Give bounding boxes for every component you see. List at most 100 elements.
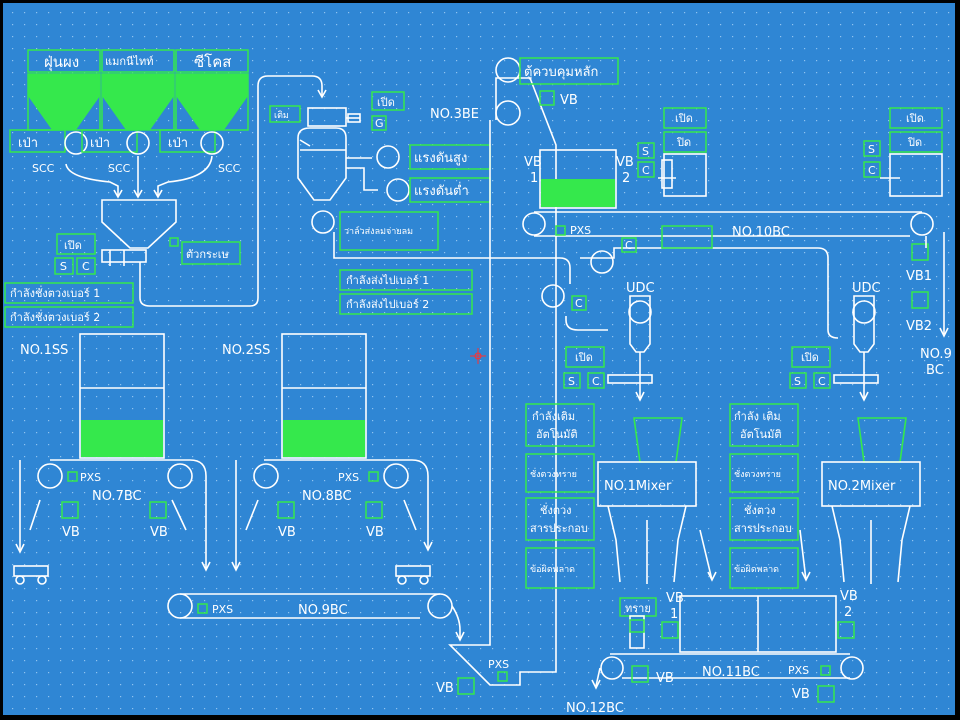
udc-2-c-label: C — [818, 375, 826, 388]
hopper-2-blow-box[interactable] — [81, 129, 138, 153]
udc-1-inlet-icon[interactable] — [541, 284, 565, 308]
bc8-head-pulley[interactable] — [253, 463, 279, 489]
udc-1-c-button[interactable] — [587, 372, 605, 389]
vb1-box[interactable] — [911, 243, 929, 261]
bc7-vb2-box[interactable] — [149, 501, 167, 519]
low-pressure-icon[interactable] — [386, 178, 410, 202]
vessel-outlet-icon[interactable] — [311, 210, 335, 234]
cursor-crosshair — [470, 348, 486, 364]
bc7-vb1-box[interactable] — [61, 501, 79, 519]
mixer-1-sand-label: ชั่งตวงทราย — [530, 467, 577, 480]
elevator-vb-box[interactable] — [539, 90, 555, 106]
vessel-fill-label: เติม — [274, 110, 289, 121]
right-drop-arrow — [939, 327, 949, 338]
hopper-2-title: แมกนีไทท์ — [105, 55, 154, 68]
hopper-3-material — [176, 74, 248, 130]
bc11-vb-right-box[interactable] — [817, 685, 835, 703]
scale-hopper-body — [101, 199, 177, 249]
bc11-label: NO.11BC — [702, 665, 760, 680]
bc8-tail-pulley[interactable] — [383, 463, 409, 489]
elevator-label: NO.3BE — [430, 107, 479, 122]
vessel-fill-button[interactable] — [269, 105, 301, 123]
tank-c-button[interactable] — [637, 161, 655, 178]
send-2-label: กำลังส่งไปเบอร์ 2 — [346, 298, 429, 311]
udc-2-c-button[interactable] — [813, 372, 831, 389]
scale-status-2-box — [4, 306, 134, 328]
mixer-1-compound-line2: สารประกอบ — [530, 522, 588, 535]
scale-s-button[interactable] — [54, 257, 74, 275]
elevator-pxs-label: PXS — [488, 658, 509, 671]
bc11-head-pulley[interactable] — [600, 656, 624, 680]
udc-1-open-button[interactable] — [565, 346, 605, 368]
c-marker-1-box[interactable] — [621, 237, 637, 253]
hopper-3-blow-label: เป่า — [168, 136, 188, 151]
bc11-vb-left-box[interactable] — [631, 665, 649, 683]
scale-open-button[interactable] — [56, 233, 96, 255]
gate-2-s-button[interactable] — [863, 140, 881, 157]
tank-s-button[interactable] — [637, 142, 655, 159]
hopper-1-title-box — [27, 49, 101, 73]
udc-1-drop-arrow — [635, 391, 645, 402]
bc7-tail-pulley[interactable] — [167, 463, 193, 489]
c-marker-2-box[interactable] — [571, 295, 587, 311]
gate-2-open-button[interactable] — [889, 107, 943, 129]
vessel-g-button[interactable] — [371, 115, 387, 131]
hopper-2-valve-icon[interactable] — [126, 131, 150, 155]
vb2-box[interactable] — [911, 291, 929, 309]
gate-2: เปิด ปิด S C — [863, 107, 943, 197]
gate-1-open-button[interactable] — [663, 107, 707, 129]
hopper-3-title-box — [175, 49, 249, 73]
main-control-box[interactable] — [519, 57, 619, 85]
silo-1-level — [81, 420, 163, 457]
mixer-1-error-box — [525, 547, 595, 589]
gate-2-close-label: ปิด — [907, 136, 922, 149]
c-marker-1: C — [625, 239, 633, 252]
bc10-head-pulley[interactable] — [522, 212, 546, 236]
bc7-chute-left — [29, 499, 41, 531]
bc11-vb1-box[interactable] — [661, 621, 679, 639]
scale-c-button[interactable] — [76, 257, 96, 275]
bc9-head-pulley[interactable] — [167, 593, 193, 619]
udc-2-s-button[interactable] — [789, 372, 807, 389]
vessel-open-button[interactable] — [371, 91, 405, 111]
hopper-1-valve-icon[interactable] — [64, 131, 88, 155]
bc11-vb2-box[interactable] — [837, 621, 855, 639]
gate-1-open-label: เปิด — [675, 112, 693, 125]
bc10-tail-pulley[interactable] — [910, 212, 934, 236]
scale-status-1: กำลังชั่งตวงเบอร์ 1 — [10, 285, 100, 300]
mixer-2-compound-line2: สารประกอบ — [734, 522, 792, 535]
bc11-vb2-label: VB — [840, 589, 858, 604]
udc-2: UDC เปิด S C — [789, 281, 881, 402]
hopper-3-blow-box[interactable] — [159, 129, 216, 153]
bc7-head-pulley[interactable] — [37, 463, 63, 489]
bc9-discharge-arrow — [455, 631, 465, 642]
bc8-vb1-box[interactable] — [277, 501, 295, 519]
udc-1-s-button[interactable] — [563, 372, 581, 389]
udc-1-fan-icon[interactable] — [628, 300, 652, 324]
elevator-bottom-vb-box[interactable] — [457, 677, 475, 695]
udc-2-fan-icon[interactable] — [852, 300, 876, 324]
gate-2-close-button[interactable] — [889, 131, 943, 153]
bc11-tail-pulley[interactable] — [840, 656, 864, 680]
bc7-chute-right — [171, 499, 187, 531]
bc8-belt — [264, 459, 429, 550]
feed-line-1 — [65, 163, 119, 196]
elevator-drive-pulley[interactable] — [495, 100, 521, 126]
bc8-vb2-box[interactable] — [365, 501, 383, 519]
conveyor-9bc: PXS NO.9BC — [167, 593, 465, 642]
bc10-diverter-icon[interactable] — [590, 250, 614, 274]
sand-label: ทราย — [625, 602, 651, 615]
gate-2-c-button[interactable] — [863, 161, 881, 178]
udc-1-s-label: S — [568, 375, 575, 388]
scale-weigh-box[interactable] — [181, 241, 241, 265]
mixer-2-sand-box — [729, 453, 799, 493]
gate-1-close-button[interactable] — [663, 131, 707, 153]
elevator-casing — [448, 77, 557, 686]
high-pressure-icon[interactable] — [376, 145, 400, 169]
hopper-2-material — [102, 74, 174, 130]
hopper-3-valve-icon[interactable] — [200, 131, 224, 155]
udc-2-open-button[interactable] — [791, 346, 831, 368]
scale-s-label: S — [60, 260, 67, 273]
hopper-1-scc-label: SCC — [32, 162, 55, 175]
